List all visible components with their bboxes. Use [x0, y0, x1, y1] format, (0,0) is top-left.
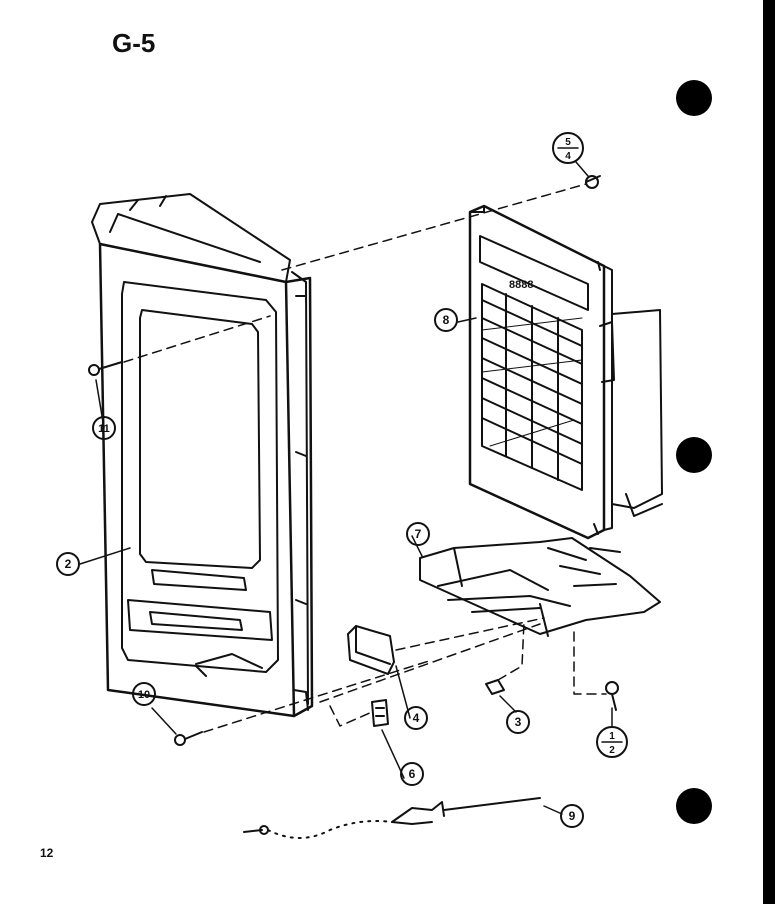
clip-part — [485, 679, 505, 695]
callout-4: 4 — [404, 706, 428, 730]
svg-text:4: 4 — [413, 711, 420, 725]
svg-text:2: 2 — [65, 557, 72, 571]
magnet-part — [371, 699, 389, 727]
svg-text:7: 7 — [415, 527, 422, 541]
svg-text:11: 11 — [98, 423, 110, 435]
callout-leaders — [79, 161, 613, 815]
callout-9: 9 — [560, 804, 584, 828]
svg-text:6: 6 — [409, 767, 416, 781]
callout-8: 8 — [434, 308, 458, 332]
svg-text:4: 4 — [565, 151, 571, 162]
door-assembly — [91, 193, 314, 718]
page-number: 12 — [40, 846, 54, 860]
binder-hole — [676, 80, 712, 116]
leader-lines — [123, 183, 607, 733]
screw — [88, 361, 123, 376]
svg-text:2: 2 — [609, 745, 615, 756]
callout-3: 3 — [506, 710, 530, 734]
callout-6: 6 — [400, 762, 424, 786]
callout-2: 2 — [56, 552, 80, 576]
svg-text:5: 5 — [565, 137, 571, 148]
screw — [605, 681, 619, 711]
svg-text:10: 10 — [138, 689, 150, 701]
callout-10: 10 — [132, 682, 156, 706]
callout-7: 7 — [406, 522, 430, 546]
callout-1-over-2: 1 2 — [596, 726, 628, 758]
temperature-probe — [243, 797, 541, 839]
switch-part — [347, 625, 395, 675]
latch-bracket — [419, 537, 661, 637]
sheet-title: G-5 — [112, 28, 156, 58]
svg-text:8: 8 — [443, 313, 450, 327]
binder-hole — [676, 788, 712, 824]
control-panel — [468, 204, 663, 540]
callout-11: 11 — [92, 416, 116, 440]
svg-text:1: 1 — [609, 731, 615, 742]
callout-5-over-4: 5 4 — [552, 132, 584, 164]
screw — [174, 731, 203, 746]
svg-text:9: 9 — [569, 809, 576, 823]
screw — [585, 175, 601, 189]
svg-text:3: 3 — [515, 715, 522, 729]
binding-edge — [763, 0, 775, 904]
binder-hole — [676, 437, 712, 473]
display-readout: 8888 — [509, 279, 533, 291]
